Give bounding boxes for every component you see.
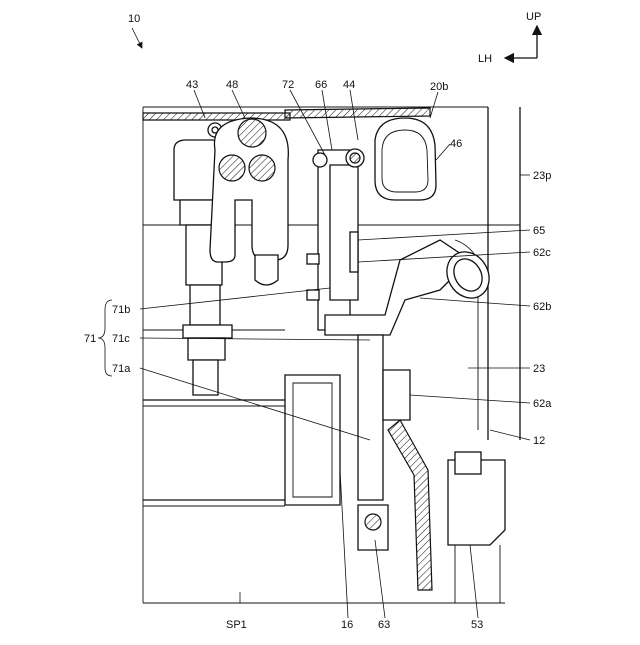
label-66: 66	[315, 79, 327, 91]
direction-indicator: UP LH	[478, 11, 541, 65]
top-panel-44	[285, 108, 430, 118]
label-16: 16	[341, 619, 353, 631]
label-53: 53	[471, 619, 483, 631]
lh-label: LH	[478, 53, 492, 65]
brace-71	[98, 300, 112, 376]
label-71b: 71b	[112, 304, 130, 316]
harness-48	[210, 118, 288, 285]
label-12: 12	[533, 435, 545, 447]
label-71c: 71c	[112, 333, 130, 345]
up-label: UP	[526, 11, 541, 23]
figure-number-arrow	[132, 28, 142, 48]
label-23p: 23p	[533, 170, 551, 182]
label-62b: 62b	[533, 301, 551, 313]
label-71a: 71a	[112, 363, 131, 375]
label-43: 43	[186, 79, 198, 91]
label-48: 48	[226, 79, 238, 91]
label-62c: 62c	[533, 247, 551, 259]
label-72: 72	[282, 79, 294, 91]
label-63: 63	[378, 619, 390, 631]
label-62a: 62a	[533, 398, 552, 410]
lower-right-part	[448, 452, 505, 603]
label-46: 46	[450, 138, 462, 150]
label-20b: 20b	[430, 81, 448, 93]
label-65: 65	[533, 225, 545, 237]
label-71: 71	[84, 333, 96, 345]
label-44: 44	[343, 79, 355, 91]
label-23: 23	[533, 363, 545, 375]
top-panel-43	[143, 113, 290, 120]
figure-number: 10	[128, 13, 140, 25]
tube-20b	[375, 118, 436, 200]
label-sp1: SP1	[226, 619, 247, 631]
